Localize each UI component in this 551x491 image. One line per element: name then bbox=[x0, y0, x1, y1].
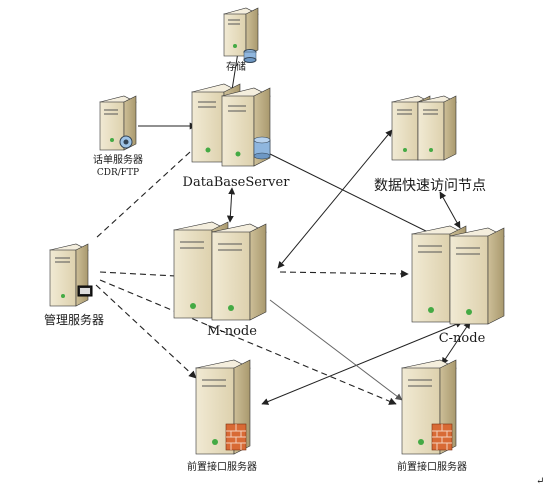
connections bbox=[138, 51, 471, 405]
m-node-server bbox=[173, 221, 267, 321]
management-server bbox=[49, 243, 93, 307]
management-label: 管理服务器 bbox=[44, 312, 104, 327]
link-mnode-cnode bbox=[279, 270, 409, 278]
firewall-icon bbox=[431, 423, 453, 451]
link-db-mnode bbox=[226, 187, 236, 223]
m-node-label: M-node bbox=[207, 324, 257, 339]
cdr-ftp-server bbox=[99, 95, 137, 151]
fast-access-node bbox=[391, 95, 457, 161]
link-cnode-frontright bbox=[441, 321, 471, 365]
fast-access-label: 数据快速访问节点 bbox=[374, 178, 486, 194]
database-server-label: DataBaseServer bbox=[183, 175, 291, 190]
link-mgmt-frontleft bbox=[95, 284, 197, 379]
front-right-label: 前置接口服务器 bbox=[397, 460, 467, 473]
link-db-cnode bbox=[265, 151, 441, 239]
storage-label: 存储 bbox=[226, 60, 246, 73]
link-mgmt-db bbox=[95, 151, 191, 239]
link-storage-db bbox=[231, 51, 239, 91]
link-fast-mnode bbox=[277, 129, 393, 269]
database-server bbox=[191, 83, 271, 167]
link-fast-cnode bbox=[439, 191, 461, 229]
cdr-label-line2: CDR/FTP bbox=[97, 168, 139, 178]
front-interface-server-right bbox=[401, 359, 457, 455]
link-cnode-frontleft bbox=[261, 321, 463, 405]
cdr-label-line1: 话单服务器 bbox=[93, 153, 143, 166]
firewall-icon bbox=[225, 423, 247, 451]
storage-server bbox=[223, 7, 259, 63]
link-mgmt-mnode bbox=[99, 271, 177, 277]
front-left-label: 前置接口服务器 bbox=[187, 460, 257, 473]
paragraph-mark: ↵ bbox=[536, 476, 544, 487]
dashed-connections bbox=[95, 151, 409, 405]
front-interface-server-left bbox=[195, 359, 251, 455]
c-node-server bbox=[411, 225, 505, 325]
c-node-label: C-node bbox=[439, 331, 486, 346]
link-mgmt-frontright bbox=[99, 279, 397, 405]
link-mnode-frontright bbox=[269, 299, 403, 401]
